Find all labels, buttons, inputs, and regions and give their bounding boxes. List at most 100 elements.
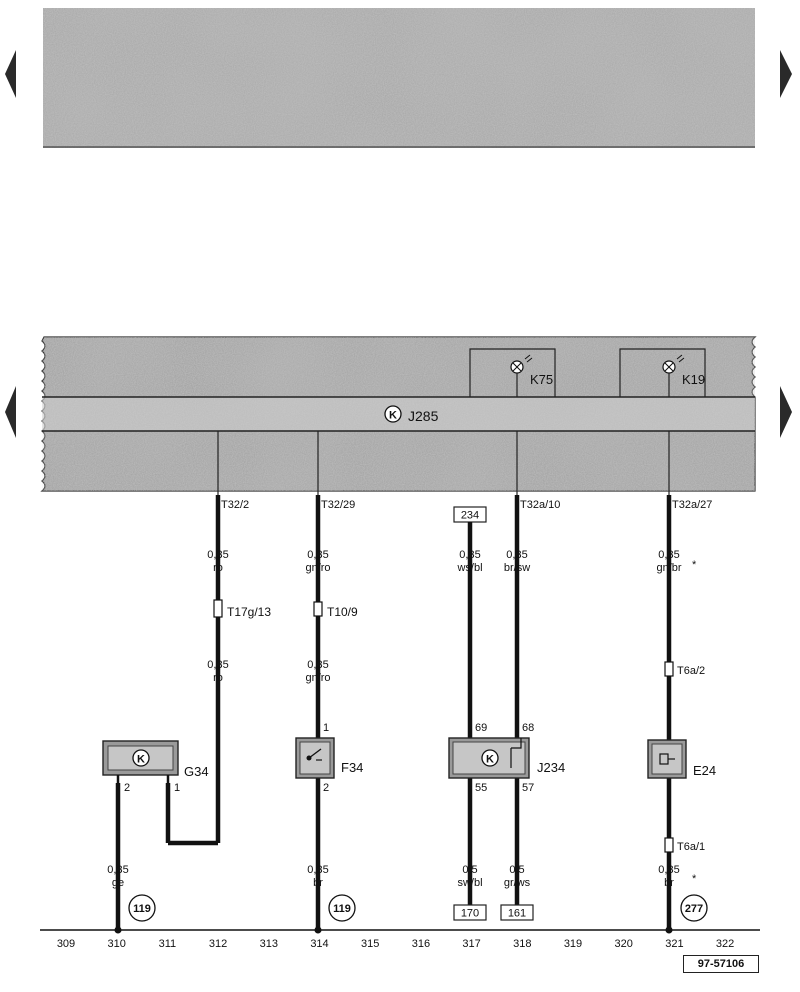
wire-color: gr/ws — [504, 877, 531, 889]
k75-label: K75 — [530, 372, 553, 387]
j285-label: J285 — [408, 408, 439, 424]
pin-label: 57 — [522, 782, 534, 794]
right-page-arrow-bottom[interactable] — [780, 386, 792, 438]
ground-ref-119-a[interactable]: 119 — [128, 894, 156, 922]
track-number: 312 — [209, 938, 227, 950]
footnote-asterisk: * — [692, 873, 697, 885]
connector-t10-9: T10/9 — [327, 605, 358, 619]
wire-color: ro — [213, 672, 223, 684]
wire-gauge: 0,35 — [307, 864, 328, 876]
k19-label: K19 — [682, 372, 705, 387]
connector-t6a-2: T6a/2 — [677, 665, 705, 677]
right-page-arrow-top[interactable] — [780, 50, 792, 98]
connector-t17g-13: T17g/13 — [227, 605, 271, 619]
wire-color: br/sw — [504, 562, 530, 574]
svg-text:119: 119 — [133, 903, 151, 915]
terminal-t32a-10: T32a/10 — [520, 499, 560, 511]
track-number: 313 — [260, 938, 278, 950]
sensor-k-icon — [132, 749, 150, 767]
wire-t32-2[interactable] — [115, 495, 221, 930]
wire-gauge: 0,35 — [506, 549, 527, 561]
track-number: 315 — [361, 938, 379, 950]
connector-icon — [664, 661, 674, 677]
connector-t6a-1: T6a/1 — [677, 841, 705, 853]
ground-ref-119-b[interactable]: 119 — [328, 894, 356, 922]
k75-warning-lamp[interactable]: K75 — [469, 348, 556, 397]
current-track-numbers: 309 310 311 312 313 314 315 316 317 318 319 320 321 3… — [57, 938, 734, 950]
ground-junction — [314, 926, 322, 934]
terminal-t32-29: T32/29 — [321, 499, 355, 511]
wire-color: gn/ro — [305, 562, 330, 574]
svg-text:K: K — [389, 410, 397, 422]
ref-box-170[interactable] — [453, 904, 487, 921]
pin-label: 1 — [323, 722, 329, 734]
ground-junction — [665, 926, 673, 934]
track-number: 317 — [462, 938, 480, 950]
svg-text:277: 277 — [685, 903, 703, 915]
pin-label: 69 — [475, 722, 487, 734]
wire-gauge: 0,35 — [459, 549, 480, 561]
svg-text:K: K — [486, 754, 494, 766]
track-number: 316 — [412, 938, 430, 950]
cluster-internal-lines — [217, 431, 670, 495]
track-number: 314 — [310, 938, 328, 950]
pin-label: 2 — [124, 782, 130, 794]
ref-234-text: 234 — [461, 510, 479, 522]
track-number: 318 — [513, 938, 531, 950]
wire-color: ro — [213, 562, 223, 574]
j285-control-unit[interactable]: K J285 — [384, 405, 439, 424]
track-number: 319 — [564, 938, 582, 950]
pin-label: 1 — [174, 782, 180, 794]
wire-gauge: 0,35 — [207, 659, 228, 671]
track-number: 320 — [615, 938, 633, 950]
wire-color: sw/bl — [457, 877, 482, 889]
e24-belt-switch[interactable] — [647, 739, 687, 779]
wire-gauge: 0,35 — [307, 659, 328, 671]
pin-label: 2 — [323, 782, 329, 794]
wire-gauge: 0,35 — [307, 549, 328, 561]
top-panel — [43, 8, 755, 148]
left-page-arrow-top[interactable] — [5, 50, 16, 98]
left-page-arrow-bottom[interactable] — [5, 386, 16, 438]
connector-icon — [313, 601, 323, 617]
control-unit-k-icon — [384, 405, 402, 423]
ref-box-161[interactable] — [500, 904, 534, 921]
track-number: 322 — [716, 938, 734, 950]
g34-label: G34 — [184, 764, 209, 779]
wire-gauge: 0,5 — [509, 864, 524, 876]
document-reference: 97-57106 — [683, 955, 759, 973]
wire-color: br — [313, 877, 323, 889]
terminal-t32-2: T32/2 — [221, 499, 249, 511]
wire-color: gn/ro — [305, 672, 330, 684]
svg-text:119: 119 — [333, 903, 351, 915]
j234-control-unit[interactable]: K — [448, 737, 530, 779]
ground-ref-277[interactable]: 277 — [680, 894, 708, 922]
wire-color: br — [664, 877, 674, 889]
track-number: 311 — [159, 938, 177, 950]
track-number: 309 — [57, 938, 75, 950]
g34-sensor[interactable]: K — [102, 740, 179, 783]
svg-text:K: K — [137, 754, 145, 766]
k19-warning-lamp[interactable]: K19 — [619, 348, 706, 397]
e24-label: E24 — [693, 763, 716, 778]
pin-label: 55 — [475, 782, 487, 794]
wire-gauge: 0,35 — [658, 864, 679, 876]
f34-label: F34 — [341, 760, 363, 775]
wire-gauge: 0,35 — [658, 549, 679, 561]
wire-color: gn/br — [656, 562, 681, 574]
wire-color: ge — [112, 877, 124, 889]
footnote-asterisk: * — [692, 559, 697, 571]
terminal-t32a-27: T32a/27 — [672, 499, 712, 511]
wire-gauge: 0,35 — [107, 864, 128, 876]
wire-gauge: 0,35 — [207, 549, 228, 561]
pin-label: 68 — [522, 722, 534, 734]
f34-switch[interactable] — [295, 737, 335, 779]
connector-icon — [213, 599, 223, 618]
connector-icon — [664, 837, 674, 853]
track-number: 310 — [108, 938, 126, 950]
track-number: 321 — [665, 938, 683, 950]
wire-color: ws/bl — [456, 562, 482, 574]
wire-gauge: 0,5 — [462, 864, 477, 876]
ground-junction — [114, 926, 122, 934]
